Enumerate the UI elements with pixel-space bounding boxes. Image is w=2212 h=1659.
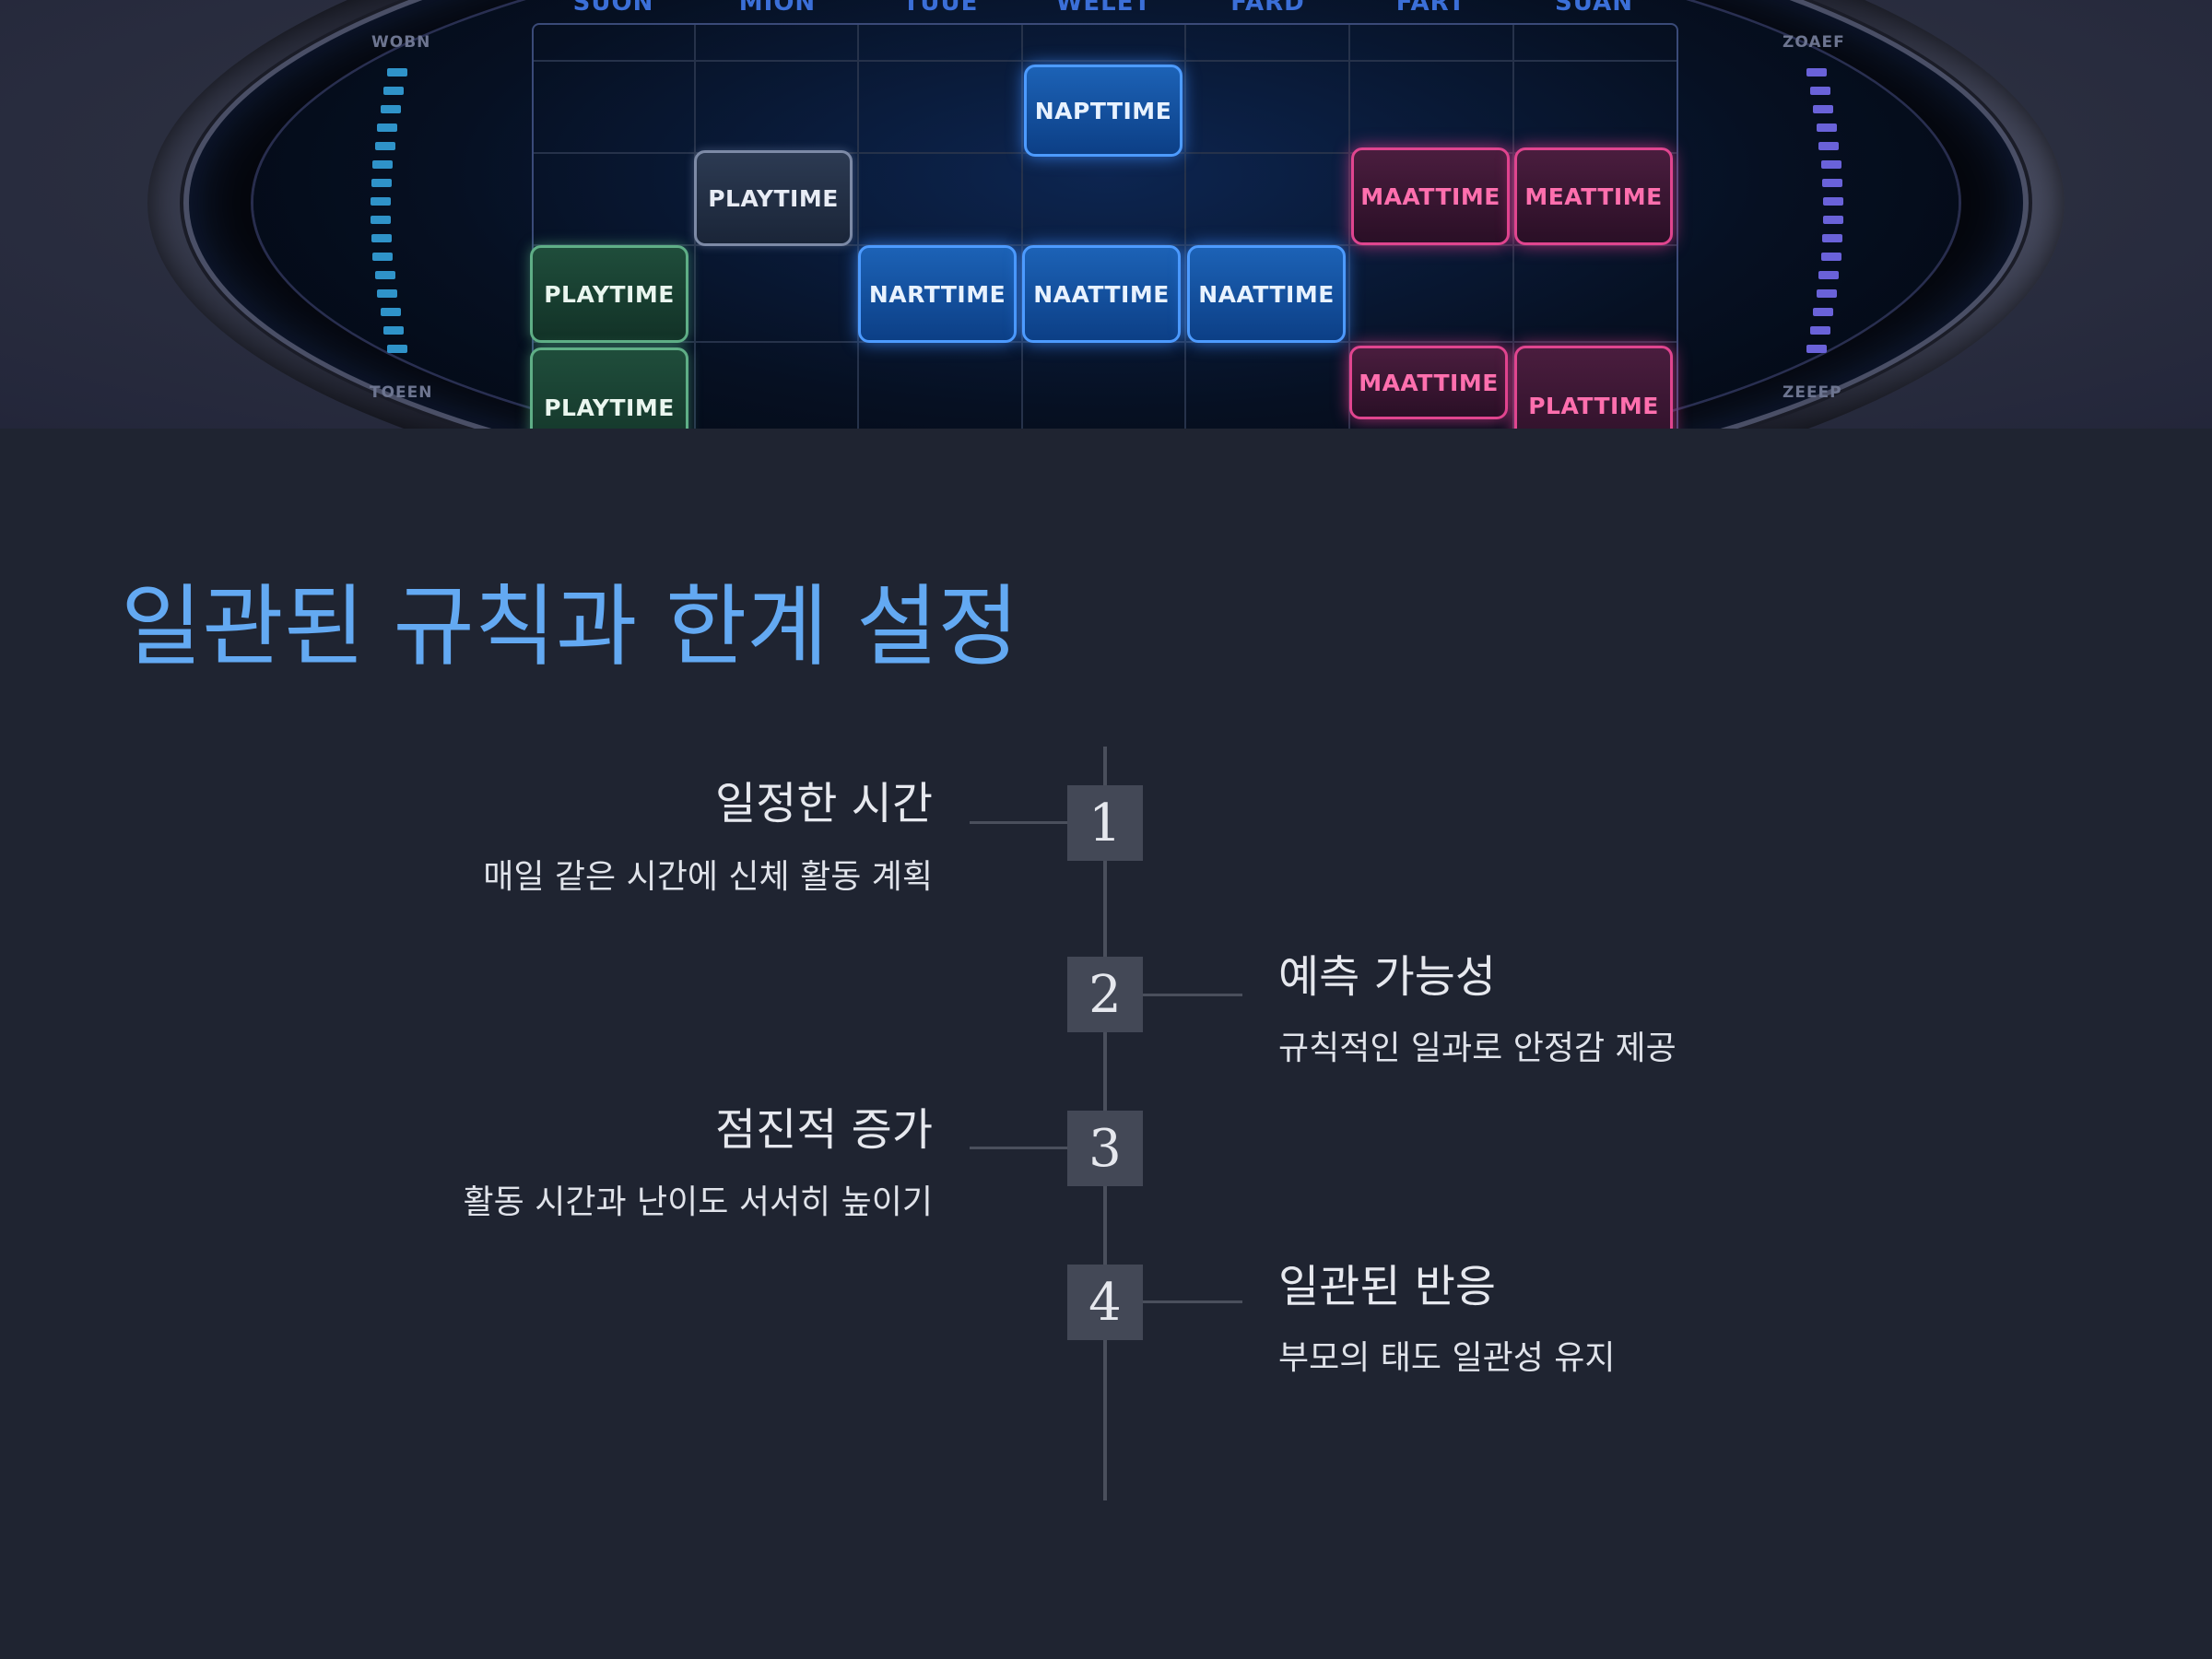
level-tick bbox=[1809, 326, 1830, 335]
level-tick bbox=[387, 68, 407, 76]
step-number-badge: 1 bbox=[1067, 785, 1143, 861]
level-tick bbox=[1822, 179, 1843, 187]
page-title: 일관된 규칙과 한계 설정 bbox=[121, 575, 1019, 678]
schedule-block: MEATTIME bbox=[1514, 147, 1673, 245]
level-tick bbox=[1806, 68, 1827, 76]
day-header: FART bbox=[1395, 0, 1466, 17]
level-tick bbox=[372, 253, 394, 261]
schedule-block: PLAYTIME bbox=[694, 150, 853, 246]
level-tick bbox=[1813, 308, 1834, 316]
timeline-connector bbox=[970, 1147, 1069, 1149]
step-number-badge: 2 bbox=[1067, 957, 1143, 1032]
right-top-label: ZOAEF bbox=[1783, 33, 1845, 52]
timeline-connector bbox=[970, 821, 1069, 824]
timeline-connector bbox=[1143, 994, 1242, 996]
level-tick bbox=[383, 326, 405, 335]
level-tick bbox=[1820, 160, 1841, 169]
level-tick bbox=[380, 308, 401, 316]
step-number-badge: 4 bbox=[1067, 1265, 1143, 1340]
day-header: TUUE bbox=[902, 0, 979, 17]
level-tick bbox=[1822, 216, 1843, 224]
level-tick bbox=[377, 289, 398, 298]
timeline-connector bbox=[1143, 1300, 1242, 1303]
level-tick bbox=[383, 87, 405, 95]
hero-illustration: WOBN TOEEN ZOAEF ZEEEP SUON MION TUUE WE… bbox=[0, 0, 2212, 429]
right-bottom-label: ZEEEP bbox=[1783, 383, 1842, 402]
schedule-block: PLAYTIME bbox=[530, 347, 688, 429]
step-description: 활동 시간과 난이도 서서히 높이기 bbox=[463, 1183, 933, 1221]
step-description: 규칙적인 일과로 안정감 제공 bbox=[1278, 1030, 1677, 1067]
schedule-block: NAPTTIME bbox=[1024, 65, 1182, 157]
schedule-block: PLATTIME bbox=[1514, 346, 1673, 429]
step-description: 매일 같은 시간에 신체 활동 계획 bbox=[483, 858, 933, 896]
level-tick bbox=[1822, 197, 1843, 206]
left-bottom-label: TOEEN bbox=[370, 383, 433, 402]
level-tick bbox=[377, 124, 398, 132]
level-tick bbox=[371, 216, 392, 224]
level-tick bbox=[1818, 271, 1840, 279]
level-tick bbox=[1822, 234, 1843, 242]
schedule-block: NAATTIME bbox=[1187, 245, 1346, 343]
step-title: 점진적 증가 bbox=[714, 1104, 933, 1156]
level-tick bbox=[1820, 253, 1841, 261]
schedule-block: MAATTIME bbox=[1349, 346, 1508, 419]
level-tick bbox=[1818, 142, 1840, 150]
level-tick bbox=[371, 197, 392, 206]
level-tick bbox=[1813, 105, 1834, 113]
step-title: 예측 가능성 bbox=[1278, 951, 1497, 1003]
day-header: FARD bbox=[1230, 0, 1305, 17]
level-tick bbox=[387, 345, 407, 353]
level-tick bbox=[374, 142, 395, 150]
level-tick bbox=[374, 271, 395, 279]
level-tick bbox=[371, 179, 392, 187]
day-header: SUON bbox=[572, 0, 654, 17]
schedule-block: NARTTIME bbox=[858, 245, 1017, 343]
level-tick bbox=[380, 105, 401, 113]
level-tick bbox=[1806, 345, 1827, 353]
schedule-block: MAATTIME bbox=[1351, 147, 1510, 245]
step-number-badge: 3 bbox=[1067, 1111, 1143, 1186]
schedule-block: PLAYTIME bbox=[530, 245, 688, 343]
level-tick bbox=[1816, 124, 1837, 132]
level-tick bbox=[1809, 87, 1830, 95]
step-description: 부모의 태도 일관성 유지 bbox=[1278, 1339, 1616, 1377]
level-tick bbox=[1816, 289, 1837, 298]
day-header: MION bbox=[738, 0, 817, 17]
schedule-block: NAATTIME bbox=[1022, 245, 1181, 343]
day-header: WELET bbox=[1055, 0, 1152, 17]
level-tick bbox=[371, 234, 392, 242]
level-tick bbox=[372, 160, 394, 169]
step-title: 일관된 반응 bbox=[1278, 1261, 1497, 1312]
day-header: SUAN bbox=[1555, 0, 1633, 17]
schedule-grid-frame bbox=[532, 23, 1678, 429]
left-top-label: WOBN bbox=[371, 33, 431, 52]
step-title: 일정한 시간 bbox=[714, 778, 933, 830]
